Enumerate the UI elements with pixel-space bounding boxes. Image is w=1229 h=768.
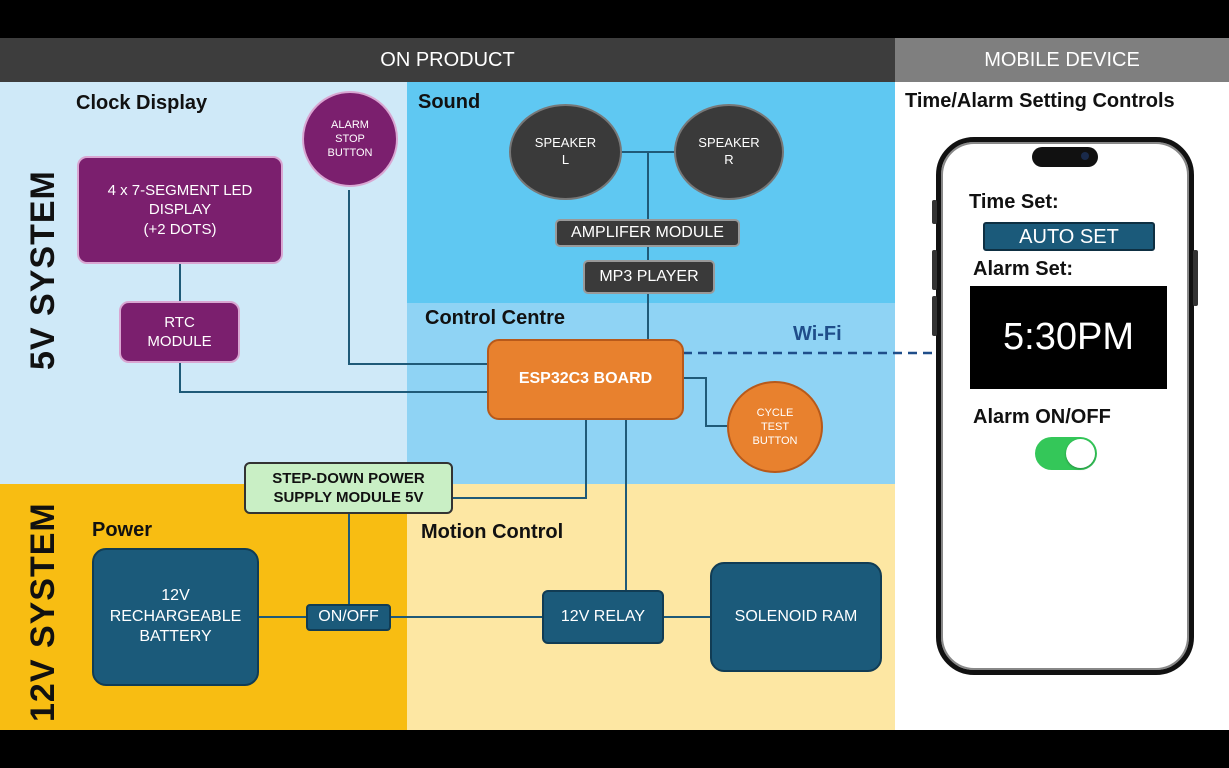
esp32-board: ESP32C3 BOARD: [487, 339, 684, 420]
speaker-left: SPEAKER L: [509, 104, 622, 200]
step-down-power-module: STEP-DOWN POWER SUPPLY MODULE 5V: [244, 462, 453, 514]
clock-display-label: Clock Display: [76, 92, 208, 114]
alarm-stop-button[interactable]: ALARM STOP BUTTON: [302, 91, 398, 187]
solenoid-ram: SOLENOID RAM: [710, 562, 882, 672]
relay-12v: 12V RELAY: [542, 590, 664, 644]
on-off-switch[interactable]: ON/OFF: [306, 604, 391, 631]
time-set-label: Time Set:: [969, 191, 1059, 213]
power-label: Power: [92, 519, 153, 541]
rtc-module: RTC MODULE: [119, 301, 240, 363]
speaker-right: SPEAKER R: [674, 104, 784, 200]
alarm-time-display[interactable]: 5:30PM: [970, 286, 1167, 389]
phone-power-button: [1193, 250, 1198, 306]
control-centre-label: Control Centre: [425, 307, 565, 329]
wifi-label: Wi-Fi: [793, 323, 842, 345]
phone-side-button: [932, 296, 937, 336]
sound-label: Sound: [418, 91, 481, 113]
auto-set-button[interactable]: AUTO SET: [983, 222, 1155, 251]
led-display: 4 x 7-SEGMENT LED DISPLAY (+2 DOTS): [77, 156, 283, 264]
five-v-system-label: 5V SYSTEM: [24, 170, 62, 370]
rechargeable-battery: 12V RECHARGEABLE BATTERY: [92, 548, 259, 686]
motion-control-label: Motion Control: [421, 521, 564, 543]
amplifier-module: AMPLIFER MODULE: [555, 219, 740, 247]
on-product-header: ON PRODUCT: [0, 38, 895, 82]
cycle-test-button[interactable]: CYCLE TEST BUTTON: [727, 381, 823, 473]
alarm-toggle[interactable]: [1035, 437, 1097, 470]
alarm-set-label: Alarm Set:: [973, 258, 1074, 280]
time-alarm-controls-label: Time/Alarm Setting Controls: [905, 90, 1175, 112]
phone-side-button: [932, 200, 937, 224]
camera-icon: [1081, 152, 1089, 160]
twelve-v-system-label: 12V SYSTEM: [24, 502, 62, 722]
phone-side-button: [932, 250, 937, 290]
mobile-device-header: MOBILE DEVICE: [895, 38, 1229, 82]
alarm-on-off-label: Alarm ON/OFF: [973, 406, 1111, 428]
mp3-player: MP3 PLAYER: [583, 260, 715, 294]
toggle-knob: [1066, 439, 1095, 468]
